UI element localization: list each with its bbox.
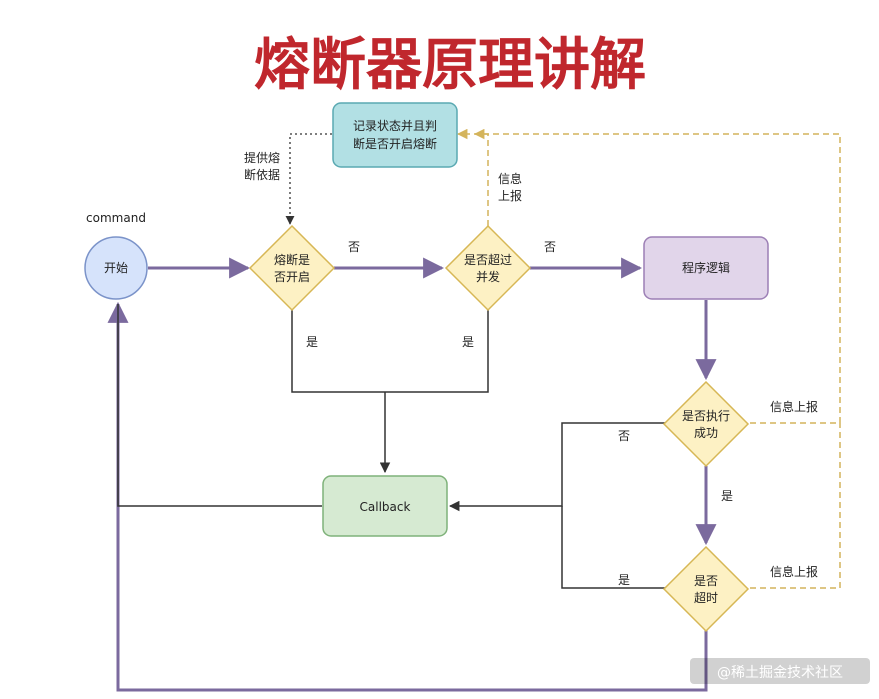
edge-breaker-yes-down (291, 310, 385, 393)
edge-record-to-breaker (285, 133, 332, 225)
breaker-open-label-line1: 熔断是 (274, 252, 310, 267)
callback-node (322, 475, 448, 537)
timeout-label-line1: 是否 (694, 574, 718, 588)
concurrency-label-line2: 并发 (476, 269, 500, 284)
program-node (643, 236, 769, 300)
yes-label-timeout: 是 (618, 573, 630, 587)
no-label-breaker: 否 (348, 240, 360, 254)
watermark-text: @稀土掘金技术社区 (717, 665, 843, 681)
provide-basis-label-line2: 断依据 (244, 167, 280, 182)
timeout-label-line2: 超时 (694, 590, 718, 605)
edge-timeout-report (750, 423, 841, 589)
no-label-concurrency: 否 (544, 240, 556, 254)
yes-label-breaker: 是 (306, 335, 318, 349)
info-report-exec-label: 信息上报 (770, 399, 818, 414)
edge-exec-no-to-callback (448, 422, 666, 512)
yes-label-concurrency: 是 (462, 335, 474, 349)
info-report-top-label-line2: 上报 (498, 188, 522, 203)
edge-timeout-yes-to-callback (561, 506, 666, 589)
info-report-timeout-label: 信息上报 (770, 564, 818, 579)
program-label: 程序逻辑 (682, 260, 730, 275)
record-node (332, 102, 458, 168)
concurrency-node (444, 224, 532, 312)
record-label-line1: 记录状态并且判 (353, 119, 437, 133)
concurrency-label-line1: 是否超过 (464, 252, 512, 267)
breaker-open-label-line2: 否开启 (274, 270, 310, 284)
edge-concurrency-yes-down (385, 310, 489, 393)
edge-concurrency-report (456, 128, 489, 226)
page-title: 熔断器原理讲解 (254, 33, 646, 98)
start-label: 开始 (104, 261, 128, 275)
callback-label: Callback (360, 500, 411, 514)
exec-success-node (662, 380, 750, 468)
yes-label-exec: 是 (721, 489, 733, 503)
exec-success-label-line1: 是否执行 (682, 409, 730, 423)
provide-basis-label-line1: 提供熔 (244, 150, 280, 165)
start-node (84, 236, 148, 300)
exec-success-label-line2: 成功 (694, 426, 718, 440)
watermark-bg (690, 658, 870, 684)
edge-callback-to-start (117, 304, 322, 507)
edge-exec-report (473, 128, 841, 424)
no-label-exec: 否 (618, 429, 630, 443)
timeout-node (662, 545, 750, 633)
command-label: command (86, 211, 146, 225)
breaker-open-node (248, 224, 336, 312)
record-label-line2: 断是否开启熔断 (353, 136, 437, 151)
info-report-top-label-line1: 信息 (498, 171, 522, 186)
